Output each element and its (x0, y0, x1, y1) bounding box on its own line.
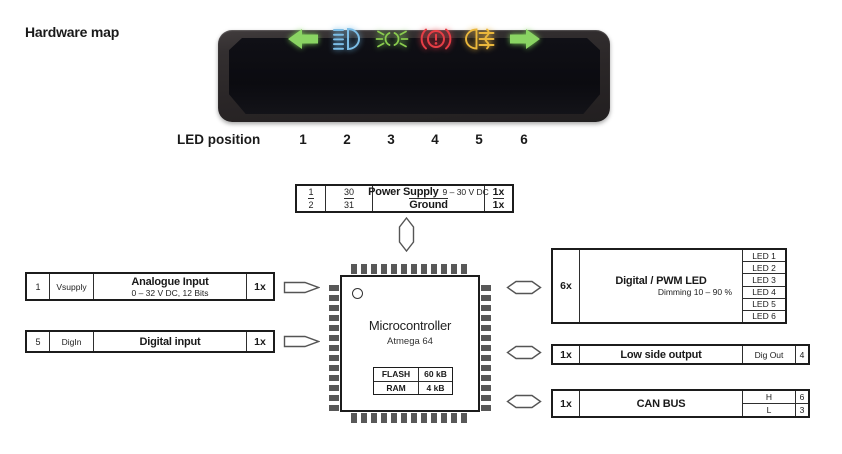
mcu-flash-size: 60 kB (424, 369, 447, 380)
ground-row: Ground (409, 198, 448, 211)
low-side-count: 1x (560, 348, 572, 361)
low-side-pin: 4 (799, 349, 805, 360)
led-2-cell: LED 2 (743, 261, 785, 273)
led-4-cell: LED 4 (743, 285, 785, 298)
power-count: 1x (492, 186, 505, 198)
rear-fog-light-icon (465, 28, 495, 50)
power-contact-30: 30 (343, 187, 354, 197)
mcu-name: Microcontroller (368, 318, 452, 333)
led-position-label: LED position (177, 132, 261, 147)
analogue-input-pin: 1 (35, 281, 41, 292)
power-supply-name: Power Supply (368, 186, 439, 198)
digital-input-count: 1x (254, 335, 266, 348)
low-side-connector (506, 345, 542, 360)
led-3-cell: LED 3 (743, 273, 785, 285)
led-position-5: 5 (475, 132, 483, 147)
digital-input-arrow (283, 335, 320, 348)
mcu-memory-table: FLASH 60 kB RAM 4 kB (373, 367, 453, 395)
mcu-ram-size: 4 kB (426, 382, 445, 393)
led-block-detail: Dimming 10 – 90 % (657, 287, 732, 297)
ground-count: 1x (492, 198, 505, 211)
brake-warning-icon (420, 28, 452, 50)
mcu-pins-bottom (351, 413, 467, 423)
analogue-input-detail: 0 – 32 V DC, 12 Bits (131, 287, 209, 298)
position-lights-icon (375, 30, 409, 48)
power-supply-detail: 9 – 30 V DC (442, 187, 489, 197)
low-side-signal: Dig Out (754, 349, 784, 360)
can-l-signal: L (743, 403, 795, 416)
mcu-pin1-marker (352, 288, 363, 299)
can-bus-count: 1x (560, 397, 572, 410)
analogue-input-arrow (283, 281, 320, 294)
low-side-name: Low side output (620, 348, 702, 361)
analogue-input-name: Analogue Input (131, 275, 209, 288)
can-l-pin: 3 (796, 403, 808, 416)
mcu-ram-label: RAM (374, 381, 419, 394)
page-title: Hardware map (25, 24, 120, 40)
power-pin-1: 1 (308, 187, 314, 197)
power-supply-row: Power Supply 9 – 30 V DC (368, 186, 489, 198)
led-position-3: 3 (387, 132, 395, 147)
led-position-6: 6 (520, 132, 528, 147)
mcu-pins-top (351, 264, 467, 274)
can-bus-connector (506, 394, 542, 409)
analogue-input-signal: Vsupply (56, 281, 87, 292)
digital-input-signal: DigIn (61, 336, 82, 347)
led-output-connector (506, 280, 542, 295)
ground-name: Ground (409, 199, 448, 211)
led-1-cell: LED 1 (752, 250, 776, 261)
led-position-1: 1 (299, 132, 307, 147)
turn-signal-right-icon (510, 29, 540, 49)
power-pin-2: 2 (308, 198, 314, 210)
led-6-cell: LED 6 (743, 309, 785, 322)
digital-pwm-led-block: 6x Digital / PWM LED Dimming 10 – 90 % L… (551, 248, 787, 324)
digital-input-name: Digital input (139, 335, 201, 348)
can-h-pin: 6 (799, 392, 805, 402)
mcu-model: Atmega 64 (387, 336, 433, 347)
led-device-panel (229, 38, 600, 114)
can-h-signal: H (765, 392, 773, 402)
led-position-2: 2 (343, 132, 351, 147)
turn-signal-left-icon (288, 29, 318, 49)
digital-input-block: 5 DigIn Digital input 1x (25, 330, 275, 353)
led-block-name: Digital / PWM LED (615, 275, 707, 287)
digital-input-pin: 5 (35, 336, 41, 347)
analogue-input-count: 1x (254, 280, 266, 293)
can-bus-block: 1x CAN BUS H L 6 3 (551, 389, 810, 418)
power-connector-arrow (398, 217, 415, 252)
analogue-input-block: 1 Vsupply Analogue Input 0 – 32 V DC, 12… (25, 272, 275, 301)
led-block-count: 6x (560, 280, 572, 292)
mcu-flash-label: FLASH (374, 368, 419, 381)
high-beam-icon (333, 27, 360, 51)
can-bus-name: CAN BUS (636, 397, 686, 410)
led-5-cell: LED 5 (743, 297, 785, 310)
mcu-pins-left (329, 285, 339, 411)
low-side-output-block: 1x Low side output Dig Out 4 (551, 344, 810, 365)
led-position-4: 4 (431, 132, 439, 147)
power-supply-table: 1 2 30 31 Power Supply 9 – 30 V DC Groun… (295, 184, 514, 213)
mcu-pins-right (481, 285, 491, 411)
power-contact-31: 31 (343, 198, 354, 210)
